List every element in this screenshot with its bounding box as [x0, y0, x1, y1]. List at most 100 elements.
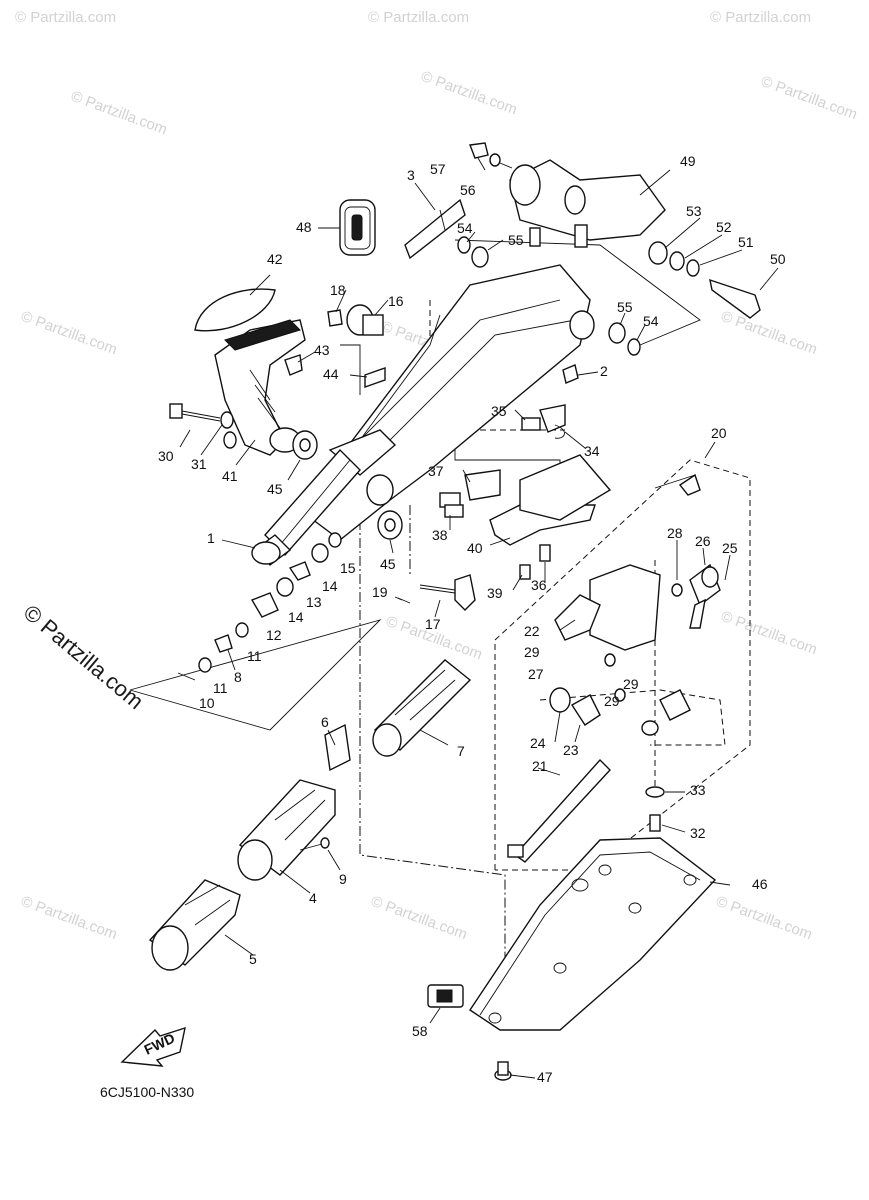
- callout-47: 47: [537, 1069, 553, 1085]
- watermark: © Partzilla.com: [710, 9, 811, 26]
- watermark: © Partzilla.com: [69, 88, 170, 139]
- callout-19: 19: [372, 584, 388, 600]
- callout-24: 24: [530, 735, 546, 751]
- callout-35: 35: [491, 403, 507, 419]
- watermark: © Partzilla.com: [19, 893, 120, 944]
- tiller-small-parts: [177, 532, 342, 681]
- callout-29-a: 29: [524, 644, 540, 660]
- callout-16: 16: [388, 293, 404, 309]
- grips-4-5: [148, 779, 336, 971]
- callout-44: 44: [323, 366, 339, 382]
- callout-3: 3: [407, 167, 415, 183]
- shift-mechanism: [507, 473, 721, 863]
- callout-54-b: 54: [643, 313, 659, 329]
- callout-28: 28: [667, 525, 683, 541]
- callout-18: 18: [330, 282, 346, 298]
- callout-46: 46: [752, 876, 768, 892]
- callout-15: 15: [340, 560, 356, 576]
- callout-49: 49: [680, 153, 696, 169]
- callout-25: 25: [722, 540, 738, 556]
- callout-21: 21: [532, 758, 548, 774]
- callout-57: 57: [430, 161, 446, 177]
- callout-17: 17: [425, 616, 441, 632]
- callout-8: 8: [234, 669, 242, 685]
- watermark: © Partzilla.com: [369, 893, 470, 944]
- callout-20: 20: [711, 425, 727, 441]
- callout-7: 7: [457, 743, 465, 759]
- callout-14-a: 14: [288, 609, 304, 625]
- callout-48: 48: [296, 219, 312, 235]
- bolt-30: [169, 403, 234, 429]
- diagram-code: 6CJ5100-N330: [100, 1084, 194, 1100]
- callout-56: 56: [460, 182, 476, 198]
- callout-30: 30: [158, 448, 174, 464]
- callout-38: 38: [432, 527, 448, 543]
- bottom-cover-46: [469, 837, 717, 1031]
- watermark: © Partzilla.com: [15, 9, 116, 26]
- steering-arm: [299, 264, 595, 541]
- knob-17: [397, 574, 476, 611]
- callout-12: 12: [266, 627, 282, 643]
- callout-33: 33: [690, 782, 706, 798]
- callout-50: 50: [770, 251, 786, 267]
- label-3: [404, 198, 466, 260]
- leader-lines: [179, 157, 779, 1079]
- callout-41: 41: [222, 468, 238, 484]
- watermark: © Partzilla.com: [419, 68, 520, 119]
- watermark: © Partzilla.com: [368, 9, 469, 26]
- callout-52: 52: [716, 219, 732, 235]
- callout-5: 5: [249, 951, 257, 967]
- handle-grip-41: [194, 288, 306, 456]
- small-parts-top: [284, 304, 579, 388]
- callout-58: 58: [412, 1023, 428, 1039]
- callout-55-a: 55: [508, 232, 524, 248]
- callout-labels: 1 2 3 4 5 6 7 8 9 10 11 11 12 13 14 14 1…: [158, 153, 786, 1085]
- hardware-top: [457, 142, 761, 356]
- callout-34: 34: [584, 443, 600, 459]
- callout-29-b: 29: [623, 676, 639, 692]
- callout-45-a: 45: [267, 481, 283, 497]
- bracket-parts-mid: [439, 404, 612, 580]
- tiller-handle: [251, 448, 361, 566]
- clip-58: [427, 984, 464, 1008]
- screw-47: [494, 1061, 512, 1081]
- callout-2: 2: [600, 363, 608, 379]
- callout-6: 6: [321, 714, 329, 730]
- callout-11-b: 11: [247, 648, 262, 664]
- sleeves-6-7: [324, 659, 472, 772]
- callout-53: 53: [686, 203, 702, 219]
- watermark: © Partzilla.com: [719, 308, 820, 359]
- callout-13: 13: [306, 594, 322, 610]
- watermark: © Partzilla.com: [714, 893, 815, 944]
- callout-42: 42: [267, 251, 283, 267]
- callout-45-b: 45: [380, 556, 396, 572]
- callout-40: 40: [467, 540, 483, 556]
- callout-29-c: 29: [604, 693, 620, 709]
- callout-32: 32: [690, 825, 706, 841]
- watermark: © Partzilla.com: [719, 608, 820, 659]
- callout-1: 1: [207, 530, 215, 546]
- fwd-arrow-icon: FWD: [120, 1026, 186, 1067]
- callout-31: 31: [191, 456, 207, 472]
- callout-36: 36: [531, 577, 547, 593]
- callout-55-b: 55: [617, 299, 633, 315]
- watermark: © Partzilla.com: [759, 73, 860, 124]
- callout-37: 37: [428, 463, 444, 479]
- callout-4: 4: [309, 890, 317, 906]
- callout-9: 9: [339, 871, 347, 887]
- callout-39: 39: [487, 585, 503, 601]
- callout-14-b: 14: [322, 578, 338, 594]
- callout-26: 26: [695, 533, 711, 549]
- bushing-45: [292, 430, 403, 540]
- callout-51: 51: [738, 234, 754, 250]
- callout-43: 43: [314, 342, 330, 358]
- watermark: © Partzilla.com: [19, 308, 120, 359]
- callout-54-a: 54: [457, 220, 473, 236]
- bracket-49: [509, 159, 666, 248]
- watermark-large: © Partzilla.com: [19, 600, 149, 714]
- callout-10: 10: [199, 695, 215, 711]
- callout-23: 23: [563, 742, 579, 758]
- callout-22: 22: [524, 623, 540, 639]
- callout-11-a: 11: [213, 680, 228, 696]
